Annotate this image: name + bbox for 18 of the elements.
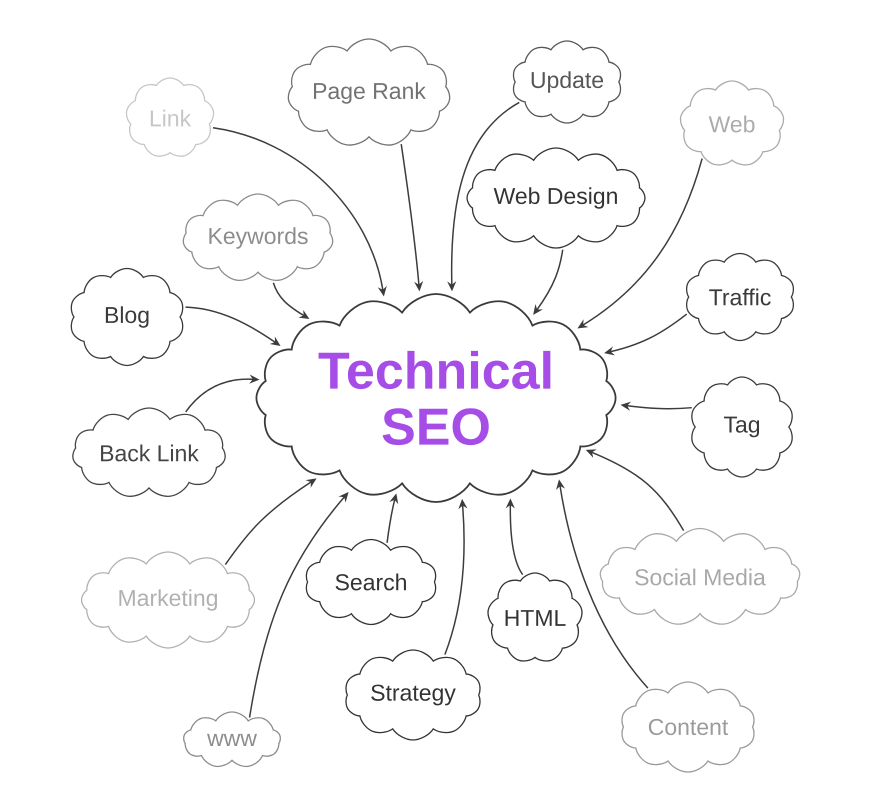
- cloud-bubble: Marketing: [80, 551, 256, 649]
- cloud-bubble: www: [183, 711, 281, 768]
- cloud-bubble: HTML: [487, 572, 583, 662]
- cloud-bubble: Blog: [70, 268, 184, 366]
- central-cloud: Technical SEO: [256, 293, 616, 503]
- cloud-bubble: Content: [621, 681, 755, 773]
- cloud-bubble: Traffic: [686, 252, 794, 342]
- cloud-bubble: Web Design: [466, 147, 646, 249]
- cloud-bubble: Page Rank: [288, 38, 450, 146]
- cloud-bubble: Keywords: [182, 193, 334, 281]
- cloud-bubble: Update: [512, 40, 622, 124]
- cloud-bubble: Tag: [691, 376, 793, 478]
- cloud-bubble: Back Link: [72, 407, 226, 497]
- cloud-bubble: Link: [126, 77, 214, 157]
- cloud-bubble: Social Media: [600, 528, 800, 625]
- cloud-bubble: Web: [680, 80, 784, 166]
- cloud-bubble: Strategy: [345, 649, 481, 741]
- cloud-bubble: Search: [306, 538, 436, 626]
